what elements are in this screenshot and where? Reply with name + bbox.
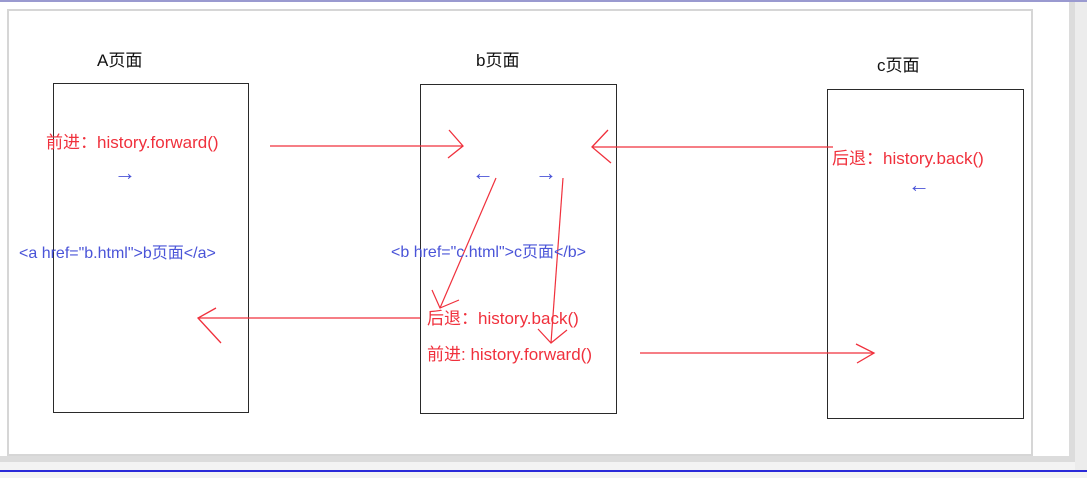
page-b-box xyxy=(420,84,617,414)
c-back-arrow-icon: ← xyxy=(908,172,930,197)
c-back-label: 后退：history.back() xyxy=(832,149,984,168)
b-link-code: <b href="c.html">c页面</b> xyxy=(391,244,587,261)
b-forward-label: 前进: history.forward() xyxy=(427,345,592,364)
window-top-border xyxy=(0,0,1087,2)
b-back-label: 后退：history.back() xyxy=(427,309,579,328)
page-a-box xyxy=(53,83,249,413)
a-forward-arrow-icon: → xyxy=(114,160,136,185)
window-bottom-border xyxy=(0,470,1087,472)
page-c-box xyxy=(827,89,1024,419)
a-forward-label: 前进：history.forward() xyxy=(46,133,219,152)
a-link-code: <a href="b.html">b页面</a> xyxy=(19,245,216,262)
page-c-title: c页面 xyxy=(877,56,920,75)
b-forward-arrow-icon: → xyxy=(535,160,557,185)
scrollbar-track[interactable] xyxy=(1075,2,1087,470)
b-back-arrow-icon: ← xyxy=(472,160,494,185)
page-a-title: A页面 xyxy=(97,51,143,70)
page-b-title: b页面 xyxy=(476,51,520,70)
